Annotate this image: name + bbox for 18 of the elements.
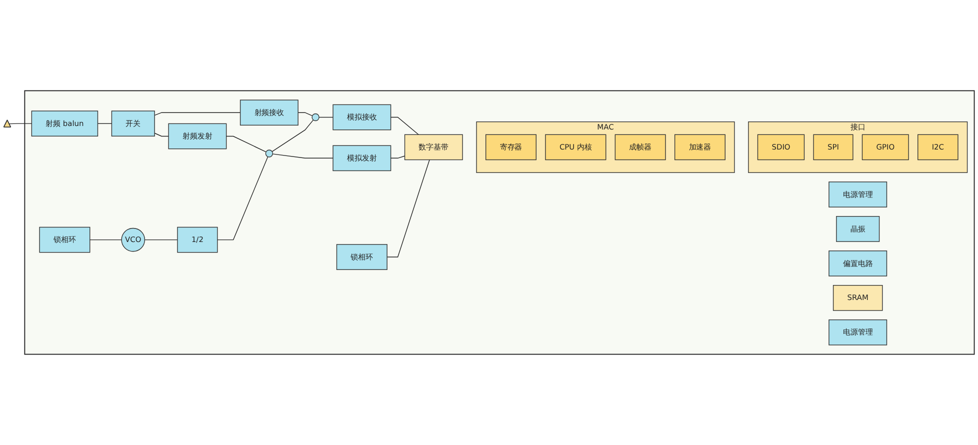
connector	[318, 116, 334, 118]
connector	[390, 156, 406, 158]
connector	[386, 159, 430, 258]
connector	[226, 136, 266, 152]
connector	[154, 132, 169, 137]
connector	[154, 112, 241, 116]
connector	[390, 116, 419, 135]
connector	[217, 156, 268, 240]
cluster	[24, 90, 975, 355]
node-circle	[312, 113, 320, 122]
connector	[298, 112, 313, 116]
node-circle	[265, 150, 274, 158]
connector	[97, 123, 112, 124]
connector	[272, 154, 334, 158]
connector	[8, 123, 32, 124]
connector	[90, 239, 122, 240]
connector	[272, 120, 314, 152]
connector	[144, 239, 178, 240]
